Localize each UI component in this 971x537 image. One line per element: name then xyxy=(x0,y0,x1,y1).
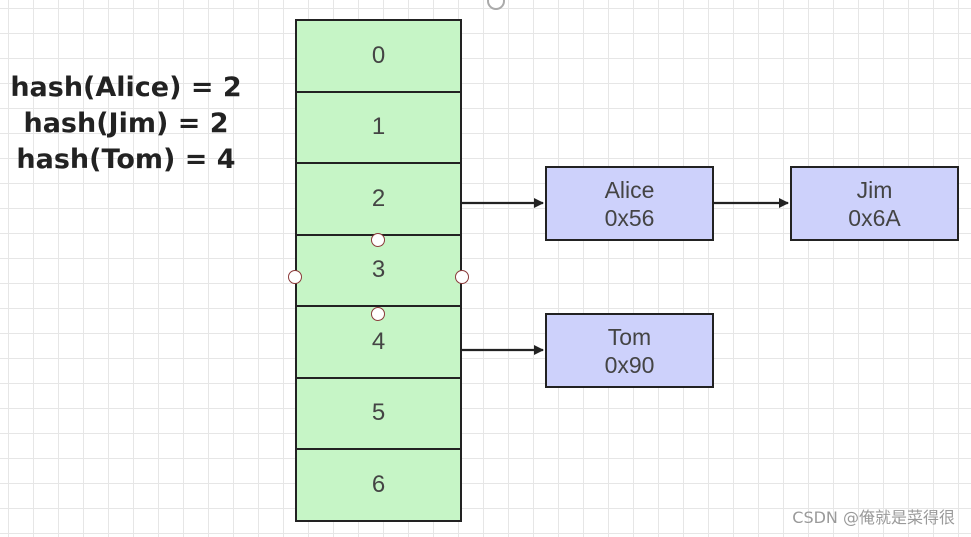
formula-jim: hash(Jim) = 2 xyxy=(23,108,229,139)
bucket-0[interactable]: 0 xyxy=(295,19,462,93)
formula-tom: hash(Tom) = 4 xyxy=(16,144,236,175)
node-jim[interactable]: Jim 0x6A xyxy=(790,166,959,241)
node-tom-name: Tom xyxy=(607,323,652,350)
node-jim-name: Jim xyxy=(856,176,893,203)
node-alice[interactable]: Alice 0x56 xyxy=(545,166,714,241)
node-tom[interactable]: Tom 0x90 xyxy=(545,313,714,388)
hash-formulas: hash(Alice) = 2 hash(Jim) = 2 hash(Tom) … xyxy=(0,70,252,178)
bucket-6[interactable]: 6 xyxy=(295,448,462,522)
watermark: CSDN @俺就是菜得很 xyxy=(792,508,955,527)
bucket-array[interactable]: 0 1 2 3 4 5 6 xyxy=(295,19,462,522)
resize-handle-bottom[interactable] xyxy=(371,307,385,321)
resize-handle-right[interactable] xyxy=(455,270,469,284)
bucket-5[interactable]: 5 xyxy=(295,376,462,450)
node-alice-name: Alice xyxy=(604,176,655,203)
resize-handle-left[interactable] xyxy=(288,270,302,284)
formula-alice: hash(Alice) = 2 xyxy=(10,72,242,103)
resize-handle-top[interactable] xyxy=(371,233,385,247)
node-jim-addr: 0x6A xyxy=(848,204,901,231)
rotate-handle[interactable] xyxy=(487,0,505,10)
bucket-1[interactable]: 1 xyxy=(295,90,462,164)
node-alice-addr: 0x56 xyxy=(604,204,655,231)
node-tom-addr: 0x90 xyxy=(604,351,655,378)
bucket-2[interactable]: 2 xyxy=(295,162,462,236)
